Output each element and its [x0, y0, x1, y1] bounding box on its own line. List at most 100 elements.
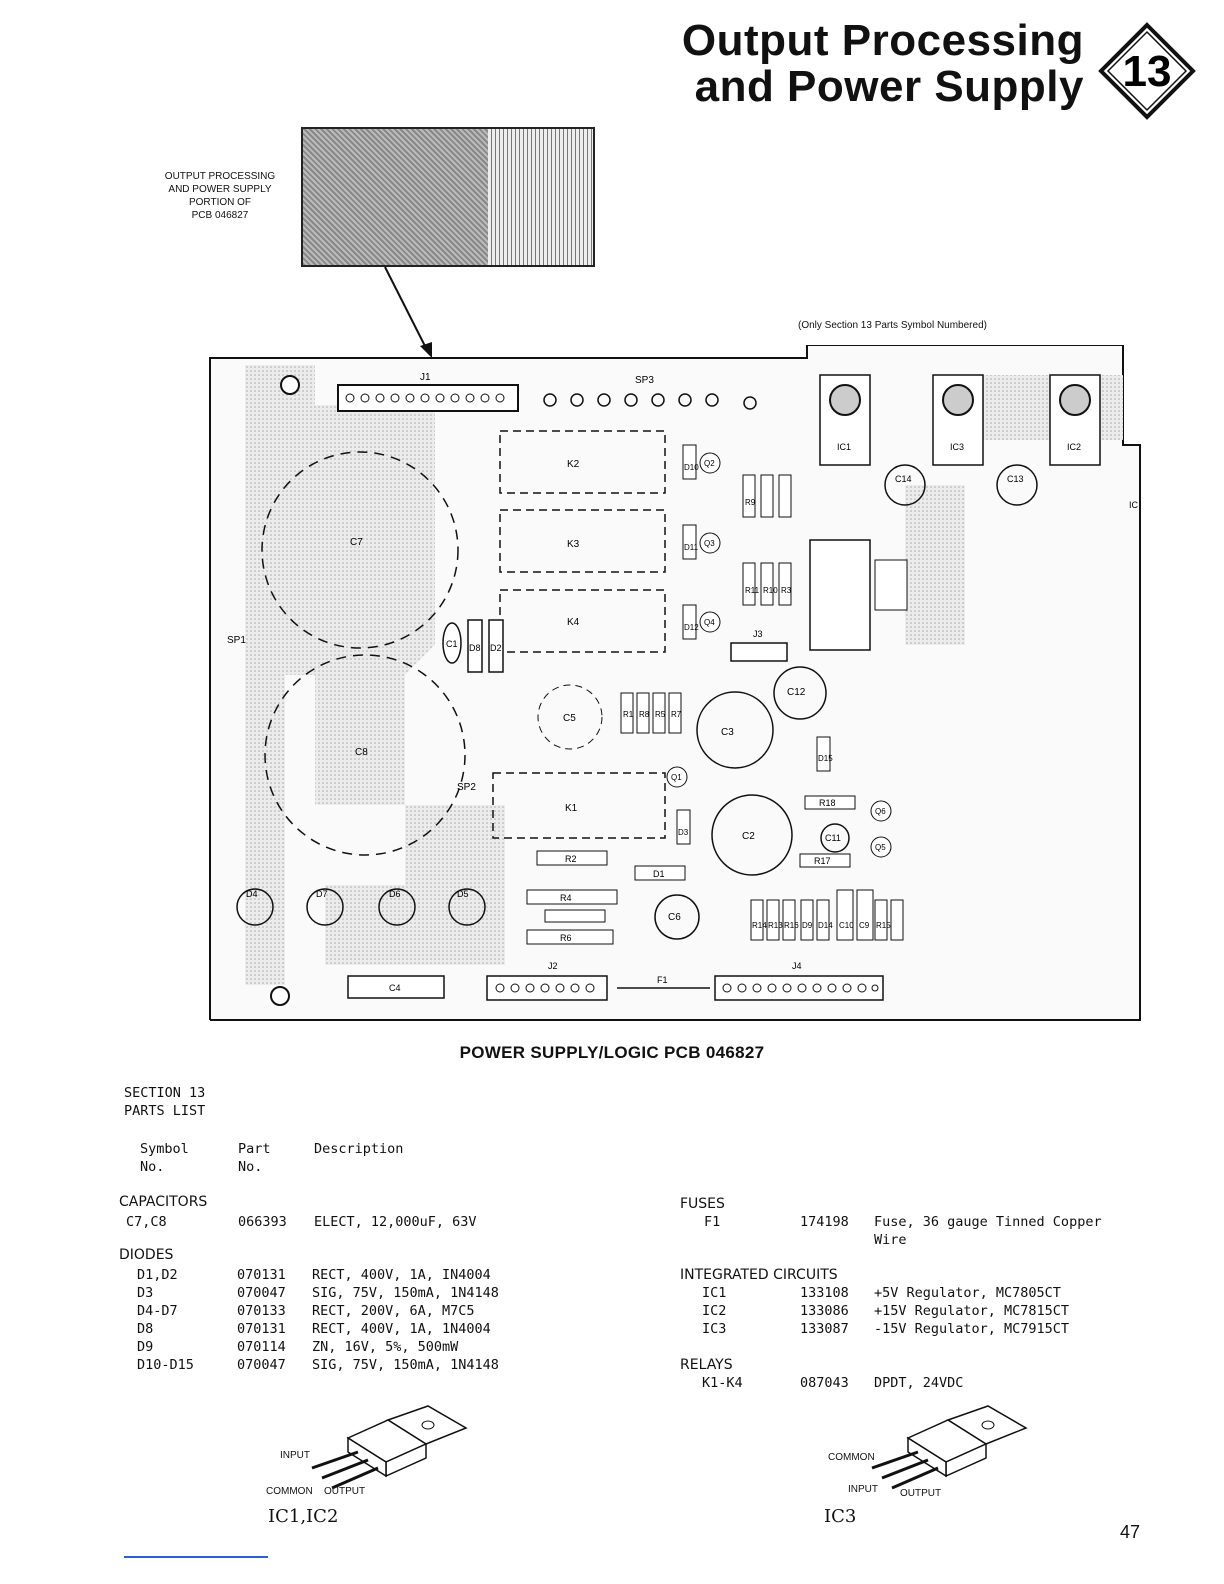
- label-c8: C8: [355, 747, 368, 758]
- diode-d3: [676, 809, 691, 845]
- label-r8: R8: [639, 710, 650, 719]
- label-k3: K3: [567, 539, 580, 550]
- label-c12: C12: [787, 687, 806, 698]
- ic-package-name: IC1,IC2: [268, 1506, 339, 1527]
- label-r17: R17: [814, 856, 831, 866]
- label-sp1: SP1: [227, 635, 246, 646]
- row-description: ELECT, 12,000uF, 63V: [314, 1214, 477, 1230]
- transistor-q3: [699, 532, 721, 554]
- transistor-q6: [870, 800, 892, 822]
- row-part: 070131: [237, 1321, 286, 1337]
- label-f1: F1: [657, 975, 668, 985]
- parts-row: F1 174198 Fuse, 36 gauge Tinned Copper: [0, 1214, 1224, 1232]
- row-symbol: IC1: [702, 1285, 727, 1301]
- label-c6: C6: [668, 912, 681, 923]
- resistor-r4: [526, 889, 618, 905]
- capacitor-c13: [996, 464, 1038, 506]
- diode-d6: [378, 888, 416, 926]
- diode-d14: [816, 899, 830, 941]
- label-r6: R6: [560, 933, 572, 943]
- resistor-r9: [742, 474, 756, 518]
- pin-output-label: OUTPUT: [324, 1486, 366, 1497]
- connector-j2: [486, 975, 608, 1001]
- pin-output-label: OUTPUT: [900, 1488, 942, 1499]
- row-description: Fuse, 36 gauge Tinned Copper: [874, 1214, 1102, 1230]
- page-title: Output Processing and Power Supply: [682, 18, 1084, 110]
- capacitor-c8: [264, 654, 466, 856]
- row-part: 133086: [800, 1303, 849, 1319]
- pin-input-label: INPUT: [280, 1450, 310, 1461]
- col-part-2: No.: [238, 1159, 263, 1175]
- label-k2: K2: [567, 459, 580, 470]
- row-description: SIG, 75V, 150mA, 1N4148: [312, 1285, 499, 1301]
- inset-label-line: PORTION OF: [188, 197, 252, 208]
- capacitor-c3: [696, 691, 774, 769]
- resistor-r12: [778, 474, 792, 518]
- label-k4: K4: [567, 617, 580, 628]
- label-c3: C3: [721, 727, 734, 738]
- resistor-r12b: [890, 899, 904, 941]
- row-description: DPDT, 24VDC: [874, 1375, 964, 1391]
- label-k1: K1: [565, 803, 578, 814]
- connector-j3: [730, 642, 788, 662]
- label-d11: D11: [684, 543, 699, 552]
- label-sp3: SP3: [635, 375, 654, 386]
- relay-k3: [499, 509, 666, 573]
- resistor-r8: [760, 474, 774, 518]
- numbering-note: (Only Section 13 Parts Symbol Numbered): [798, 320, 987, 331]
- label-d3: D3: [678, 828, 689, 837]
- label-r10: R10: [763, 586, 778, 595]
- label-d9: D9: [802, 921, 813, 930]
- parts-row: IC2 133086 +15V Regulator, MC7815CT: [0, 1303, 1224, 1321]
- label-q2: Q2: [704, 459, 715, 468]
- label-sp2: SP2: [457, 782, 476, 793]
- mounting-hole: [270, 986, 290, 1006]
- row-symbol: D1,D2: [137, 1267, 178, 1283]
- row-symbol: K1-K4: [702, 1375, 743, 1391]
- diode-d2: [488, 619, 504, 673]
- connector-j1: [337, 384, 519, 412]
- transistor-q1: [666, 766, 688, 788]
- row-description: +15V Regulator, MC7815CT: [874, 1303, 1070, 1319]
- label-r3: R3: [781, 586, 792, 595]
- label-c2: C2: [742, 831, 755, 842]
- row-part: 070133: [237, 1303, 286, 1319]
- pcb-caption: POWER SUPPLY/LOGIC PCB 046827: [459, 1043, 765, 1062]
- parts-row: D10-D15 070047 SIG, 75V, 150mA, 1N4148: [0, 1357, 640, 1375]
- label-r18: R18: [819, 798, 836, 808]
- category-relays: RELAYS: [680, 1357, 733, 1373]
- row-description: RECT, 400V, 1A, 1N4004: [312, 1321, 491, 1337]
- transistor-q4: [699, 611, 721, 633]
- row-part: 133087: [800, 1321, 849, 1337]
- copper-trace: [905, 485, 965, 645]
- copper-trace: [245, 365, 315, 985]
- label-r4: R4: [560, 893, 572, 903]
- diode-d12: [682, 604, 697, 640]
- label-r16: R16: [784, 921, 799, 930]
- diode-d15: [816, 736, 831, 772]
- pcb-thumbnail-other-section: [488, 129, 593, 265]
- transistor-q2: [699, 452, 721, 474]
- relay-k2: [499, 430, 666, 494]
- resistor-r13b: [766, 899, 780, 941]
- diode-d7: [306, 888, 344, 926]
- label-r11: R11: [745, 586, 760, 595]
- resistor-r2: [536, 850, 608, 866]
- capacitor-c6: [654, 894, 700, 940]
- capacitor-c5: [537, 684, 603, 750]
- col-symbol-2: No.: [140, 1159, 165, 1175]
- pin-common-label: COMMON: [266, 1486, 313, 1497]
- row-part: 070131: [237, 1267, 286, 1283]
- diode-d9: [800, 899, 814, 941]
- col-symbol-1: Symbol: [140, 1141, 189, 1157]
- label-q1: Q1: [671, 773, 682, 782]
- diode-d4: [236, 888, 274, 926]
- pin-input-label: INPUT: [848, 1484, 878, 1495]
- label-d1: D1: [653, 869, 665, 879]
- capacitor-c9: [856, 889, 874, 941]
- label-r2: R2: [565, 854, 577, 864]
- title-line-2: and Power Supply: [694, 62, 1084, 111]
- row-symbol: D8: [137, 1321, 154, 1337]
- resistor-r18: [804, 795, 856, 810]
- ic-package-diagram-ic1-ic2: INPUT COMMON OUTPUT IC1,IC2: [260, 1398, 480, 1538]
